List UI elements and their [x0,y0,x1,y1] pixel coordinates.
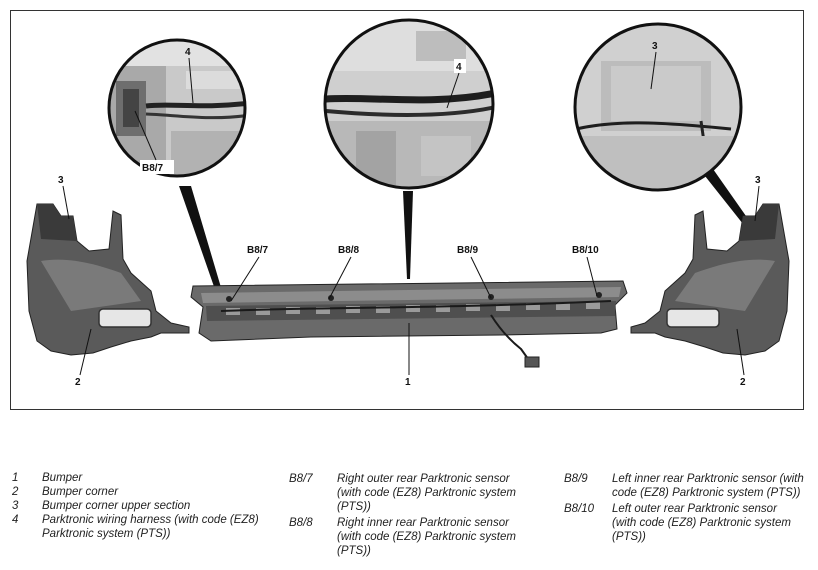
callout-bumper: 1 [405,377,411,388]
callout-top-center: 4 [456,62,462,73]
bumper-illustration: B8/7 4 4 3 [26,18,790,388]
callout-top-left-sensor: B8/7 [142,163,164,174]
detail-circle-center [325,20,493,188]
callout-top-left: 4 [185,47,191,58]
diagram-figure: B8/7 4 4 3 [10,10,804,410]
callout-sensor-1: B8/7 [247,245,269,256]
pointer-center [403,191,413,279]
callout-right-corner-top: 3 [755,175,761,186]
bumper-main [190,280,628,368]
callout-sensor-3: B8/9 [457,245,479,256]
pointer-right [705,169,753,229]
callout-sensor-4: B8/10 [572,245,599,256]
callout-left-corner-top: 3 [58,175,64,186]
bumper-corner-right [630,203,790,356]
detail-circle-left [109,40,245,176]
bumper-corner-left [26,203,190,356]
pointer-left [179,186,225,301]
callout-left-corner-bottom: 2 [75,377,81,388]
callout-top-right: 3 [652,41,658,52]
detail-circle-right [575,24,741,190]
callout-sensor-2: B8/8 [338,245,360,256]
callout-right-corner-bottom: 2 [740,377,746,388]
